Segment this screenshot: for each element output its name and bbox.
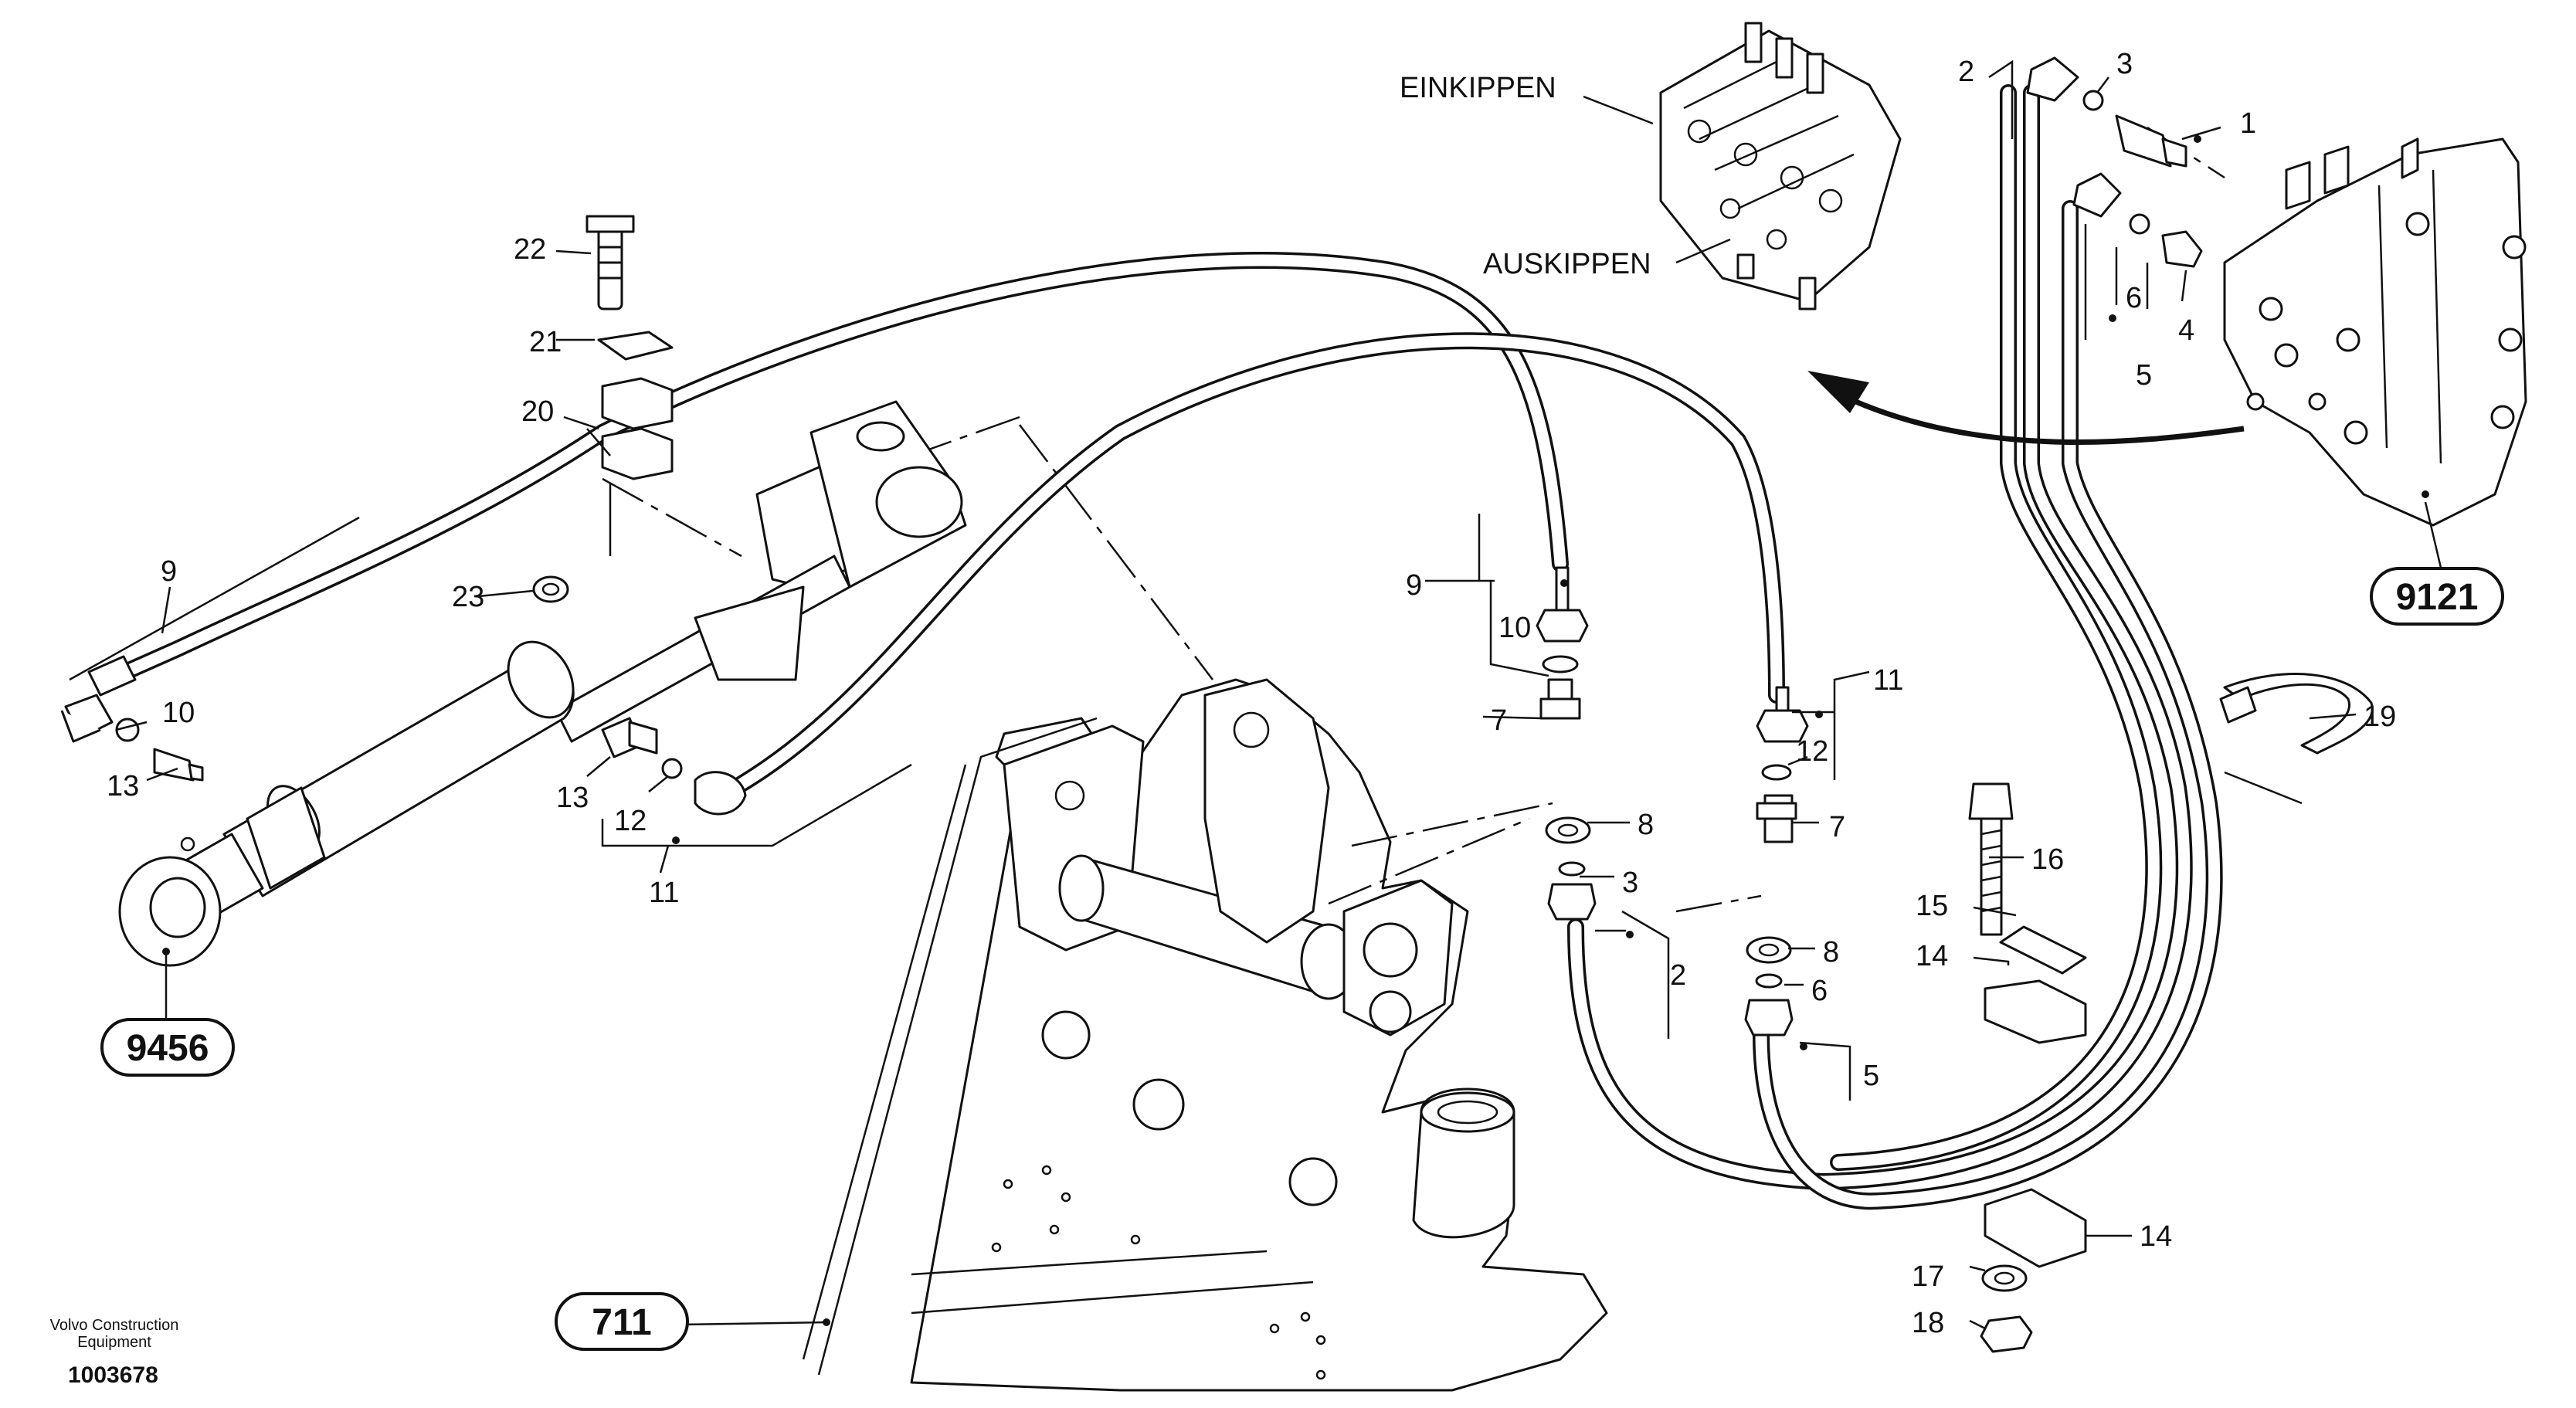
ref-frame: 711: [555, 1292, 689, 1351]
part-number-12-center: 12: [614, 805, 647, 837]
ref-valve: 9121: [2370, 567, 2504, 626]
footer-company-line1: Volvo Construction: [50, 1317, 179, 1334]
part-number-6-center: 6: [1811, 975, 1828, 1007]
part-number-14-upper: 14: [1916, 940, 1948, 972]
part-number-9-left: 9: [161, 555, 177, 588]
left-fittings: [60, 655, 747, 816]
auskippen-label: AUSKIPPEN: [1483, 248, 1651, 280]
part-number-22: 22: [514, 233, 546, 266]
part-number-7-left: 7: [1491, 704, 1507, 737]
ref-9121-text: 9121: [2396, 577, 2479, 618]
part-number-10-left: 10: [162, 697, 195, 729]
part-number-13-center: 13: [556, 782, 589, 814]
footer: Volvo Construction Equipment 1003678: [50, 1317, 179, 1388]
part-number-9-right: 9: [1406, 569, 1422, 602]
hoses: [100, 84, 2223, 1210]
part-number-20: 20: [521, 395, 554, 428]
leader-dots: [162, 135, 2429, 1326]
part-number-16: 16: [2031, 843, 2064, 876]
part-number-5-top: 5: [2136, 359, 2152, 392]
part-number-3-center: 3: [1622, 867, 1638, 899]
center-lines: [602, 126, 2225, 913]
part-number-11-right: 11: [1873, 664, 1903, 697]
control-valve-inset: [1659, 22, 1902, 310]
ref-cylinder: 9456: [100, 1018, 235, 1077]
part-number-21: 21: [529, 326, 562, 358]
part-number-6-top: 6: [2126, 282, 2142, 314]
part-number-8-left: 8: [1638, 809, 1654, 841]
part-number-17: 17: [1912, 1260, 1944, 1293]
part-number-7-right: 7: [1829, 811, 1845, 843]
footer-drawing-number: 1003678: [68, 1362, 158, 1388]
right-clamp-parts: [1968, 782, 2087, 1353]
part-number-13-left: 13: [107, 770, 139, 802]
ref-711-text: 711: [592, 1302, 651, 1343]
part-number-19: 19: [2364, 701, 2396, 733]
ref-9456-text: 9456: [127, 1028, 209, 1069]
part-number-8-right: 8: [1823, 936, 1839, 969]
part-number-14-lower: 14: [2140, 1220, 2172, 1253]
part-number-2-center: 2: [1670, 959, 1686, 992]
part-number-10-right: 10: [1498, 612, 1531, 644]
part-number-5-center: 5: [1863, 1060, 1879, 1092]
part-number-18: 18: [1912, 1307, 1944, 1339]
valve-fittings: [2026, 56, 2203, 268]
leader-lines: [69, 59, 2442, 1330]
part-number-2-top: 2: [1958, 56, 1974, 88]
main-valve-block: [2223, 137, 2527, 527]
part-number-12-right: 12: [1796, 735, 1828, 768]
part-number-23: 23: [452, 581, 484, 613]
part-number-11-center: 11: [649, 877, 679, 909]
part-number-4: 4: [2178, 314, 2194, 347]
part-number-15: 15: [1916, 890, 1948, 922]
hose-strap: [2219, 673, 2374, 805]
footer-company-line2: Equipment: [77, 1334, 151, 1351]
part-numbers: 22 21 20 23 9 10 13 13 12 11 9 10 7 8 3 …: [107, 48, 2396, 1339]
part-number-3-top: 3: [2116, 48, 2133, 80]
lift-cylinder: [118, 400, 967, 967]
part-number-1: 1: [2240, 107, 2256, 140]
loader-frame: [802, 678, 1608, 1392]
direction-arrow: [1807, 371, 2245, 445]
einkippen-label: EINKIPPEN: [1400, 72, 1556, 104]
hose-clamp-assembly: [532, 215, 674, 603]
center-fittings: [1536, 566, 1809, 1036]
